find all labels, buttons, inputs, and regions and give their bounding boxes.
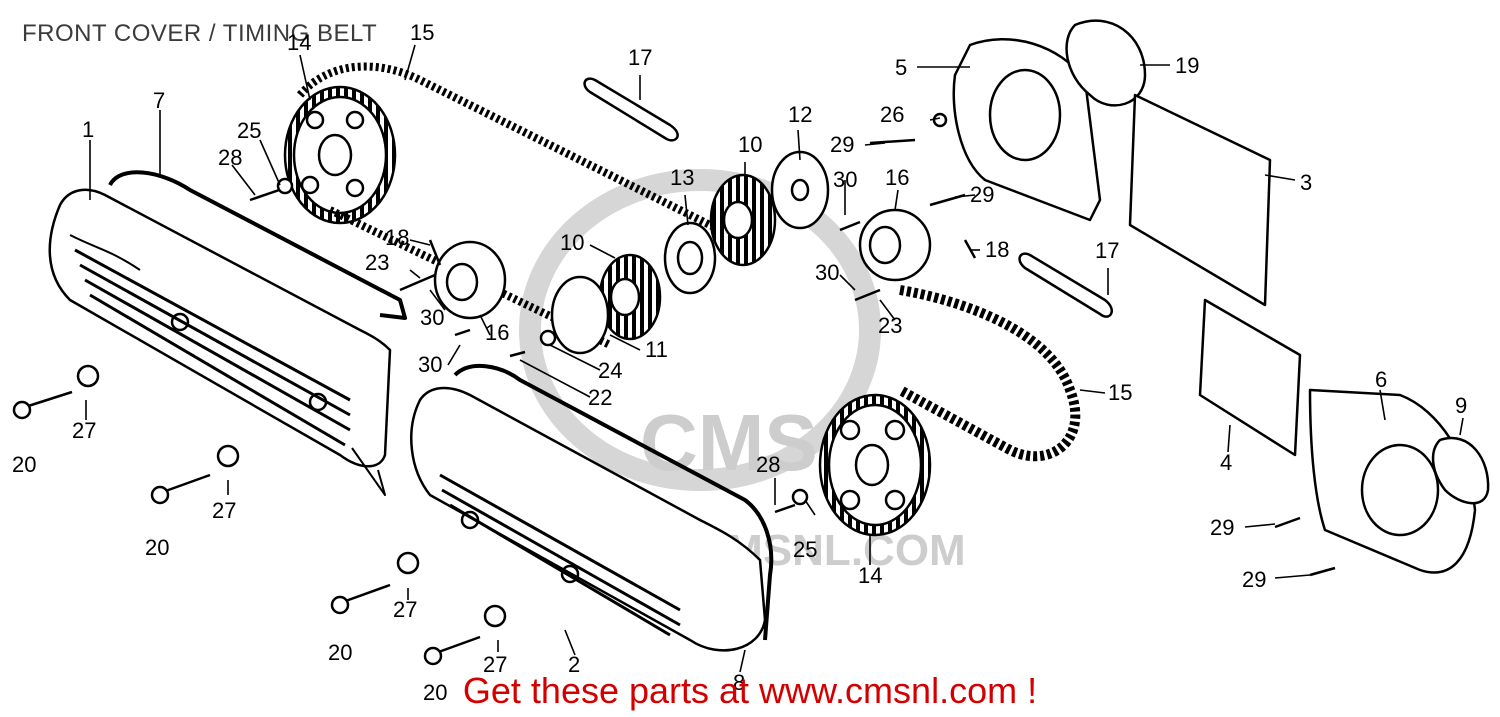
cam-pulley-upper [283,85,397,225]
callout-c27d: 27 [483,652,507,677]
callout-c16a: 16 [485,320,509,345]
gasket-upper [108,170,407,320]
callout-c27b: 27 [212,498,236,523]
callout-c29b: 29 [970,182,994,207]
watermark: CMS WWW.CMSNL.COM [519,169,966,575]
callout-c18a: 18 [385,225,409,250]
footer-link[interactable]: Get these parts at www.cmsnl.com ! [462,670,1038,711]
timing-belt-lower [897,285,1081,462]
callout-c4: 4 [1220,450,1232,475]
callout-c25b: 25 [793,537,817,562]
callout-c22: 22 [588,385,612,410]
front-cover-lower [410,386,767,652]
callout-c27c: 27 [393,597,417,622]
crank-pulley-left [598,253,662,341]
callout-c20d: 20 [423,680,447,705]
gasket-lower [453,363,774,641]
tensioner-right [858,208,932,282]
callout-c27a: 27 [72,418,96,443]
callout-c3: 3 [1300,170,1312,195]
page-title: FRONT COVER / TIMING BELT [22,20,378,47]
crank-plate [770,150,830,230]
guide-plate [550,275,610,355]
leader-lines [85,44,1464,673]
tensioner-left [433,240,507,320]
callout-c11: 11 [645,337,668,362]
callout-c17b: 17 [1095,238,1119,263]
callout-c13: 13 [670,165,694,190]
callout-c20b: 20 [145,535,169,560]
callout-c26: 26 [880,102,904,127]
callout-c5: 5 [895,55,907,80]
bolts-and-nuts [12,112,1336,666]
callout-c30d: 30 [815,260,839,285]
callout-c19: 19 [1175,53,1199,78]
watermark-brand: CMS [640,398,818,487]
callout-c6: 6 [1375,367,1387,392]
callout-c12: 12 [788,102,812,127]
cover-plate-lower [1431,436,1490,505]
cam-pulley-lower [818,393,932,537]
callout-c8: 8 [733,670,745,695]
callout-c1: 1 [82,117,94,142]
bracket-left [583,77,679,142]
callout-c29a: 29 [830,132,854,157]
cover-plate-upper [1065,19,1147,107]
callout-c10b: 10 [738,132,762,157]
back-plate-lower [1308,388,1477,574]
callout-c10a: 10 [560,230,584,255]
callout-c24: 24 [598,358,622,383]
callout-c30b: 30 [418,352,442,377]
callout-c9: 9 [1455,393,1467,418]
callout-c29c: 29 [1210,515,1234,540]
callout-c28a: 28 [218,145,242,170]
callout-c15a: 15 [410,20,434,45]
callout-c30c: 30 [833,167,857,192]
callout-c14a: 14 [287,30,311,55]
callout-c25a: 25 [237,118,261,143]
callout-c17a: 17 [628,45,652,70]
callout-c28b: 28 [756,452,780,477]
callout-c7: 7 [153,88,165,113]
back-plate-upper [952,37,1102,222]
callout-c15b: 15 [1108,380,1132,405]
callout-c16b: 16 [885,165,909,190]
callout-c29d: 29 [1242,567,1266,592]
front-cover-upper [48,188,392,496]
stiffener-plate-upper [1128,93,1272,307]
stiffener-plate-lower [1198,298,1302,457]
callout-c14b: 14 [858,563,882,588]
callout-c23b: 23 [878,313,902,338]
callout-c20c: 20 [328,640,352,665]
bracket-right [1018,252,1113,318]
spacer-13 [663,221,717,295]
callout-c2: 2 [568,652,580,677]
callout-c30a: 30 [420,305,444,330]
callout-c23a: 23 [365,250,389,275]
crank-pulley-right [709,173,777,267]
callout-c20a: 20 [12,452,36,477]
callout-c18b: 18 [985,237,1009,262]
